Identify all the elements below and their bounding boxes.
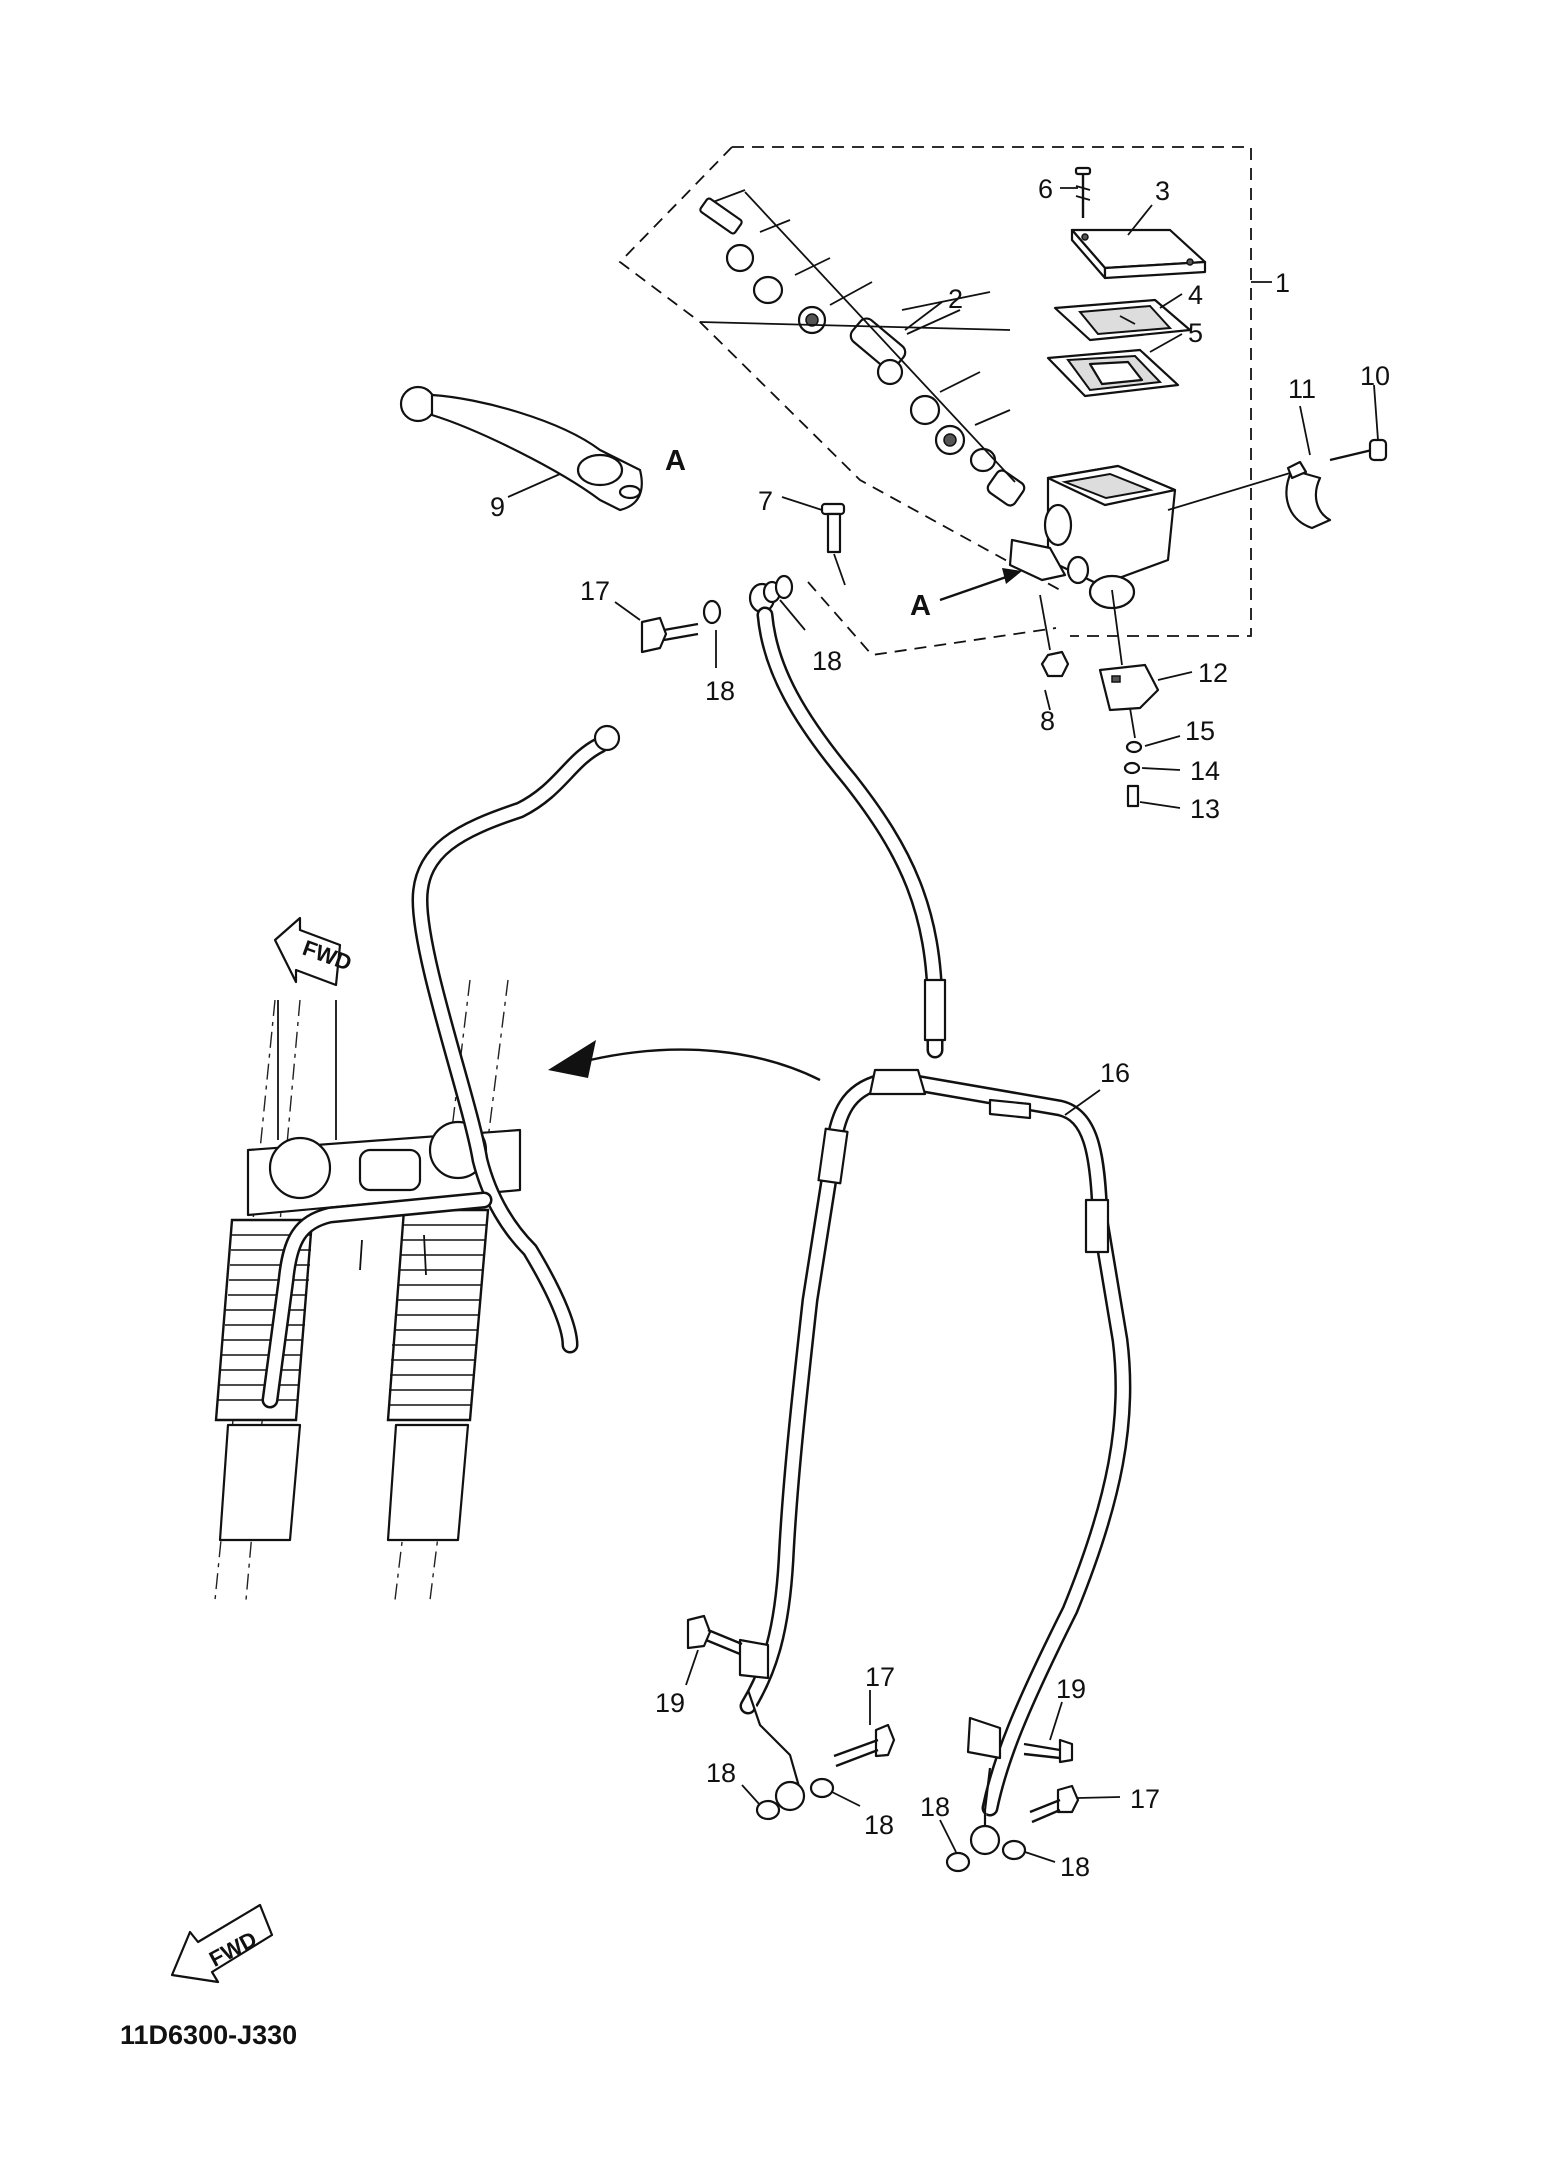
callout-3: 3 [1155,176,1170,206]
callout-12: 12 [1198,658,1228,688]
split-brake-hose [738,1068,1132,1873]
leader-lines [507,187,1379,1863]
front-fork-view [214,724,621,1601]
callout-18-lower-right-a: 18 [920,1792,950,1822]
view-arrow-a [939,568,1022,602]
callout-labels: 1 2 3 4 5 6 7 8 9 10 11 12 13 14 15 16 1… [490,174,1390,1882]
callout-1: 1 [1275,268,1290,298]
callout-8: 8 [1040,706,1055,736]
piston-kit [699,189,1026,507]
brake-switch [1098,589,1160,808]
callout-15: 15 [1185,716,1215,746]
callout-5: 5 [1188,318,1203,348]
callout-16: 16 [1100,1058,1130,1088]
callout-18-lower-left-b: 18 [864,1810,894,1840]
callout-6: 6 [1038,174,1053,204]
callout-17-lower-right: 17 [1130,1784,1160,1814]
reference-arrow [548,1040,821,1082]
brake-lever [399,385,643,512]
diagram-code: 11D6300-J330 [120,2020,297,2050]
pivot-nut [1040,650,1070,678]
callout-9: 9 [490,492,505,522]
callout-18-upper-left: 18 [705,676,735,706]
callout-13: 13 [1190,794,1220,824]
fwd-arrow-upper: FWD [273,916,355,987]
callout-18-lower-right-b: 18 [1060,1852,1090,1882]
master-cylinder-body [1008,464,1301,610]
upper-banjo-fitting [640,574,794,654]
pivot-bolt [820,502,846,586]
fwd-arrow-lower: FWD [170,1903,274,1984]
callout-17-lower-left: 17 [865,1662,895,1692]
reservoir-cap [1070,228,1207,280]
callout-19-right: 19 [1056,1674,1086,1704]
handlebar-clamp [1285,438,1388,530]
view-marker-a-body: A [910,590,931,622]
cap-screw [1074,166,1092,218]
callout-17-upper: 17 [580,576,610,606]
lower-bolts [686,1614,1080,1824]
upper-brake-hose [756,606,947,1059]
callout-18-upper-right: 18 [812,646,842,676]
diaphragm-plate [1053,298,1192,342]
callout-4: 4 [1188,280,1203,310]
diaphragm [1046,348,1180,398]
callout-2: 2 [948,284,963,314]
callout-18-lower-left-a: 18 [706,1758,736,1788]
callout-11: 11 [1288,374,1316,404]
callout-19-left: 19 [655,1688,685,1718]
view-marker-a-lever: A [665,445,686,477]
callout-10: 10 [1360,361,1390,391]
callout-14: 14 [1190,756,1220,786]
callout-7: 7 [758,486,773,516]
